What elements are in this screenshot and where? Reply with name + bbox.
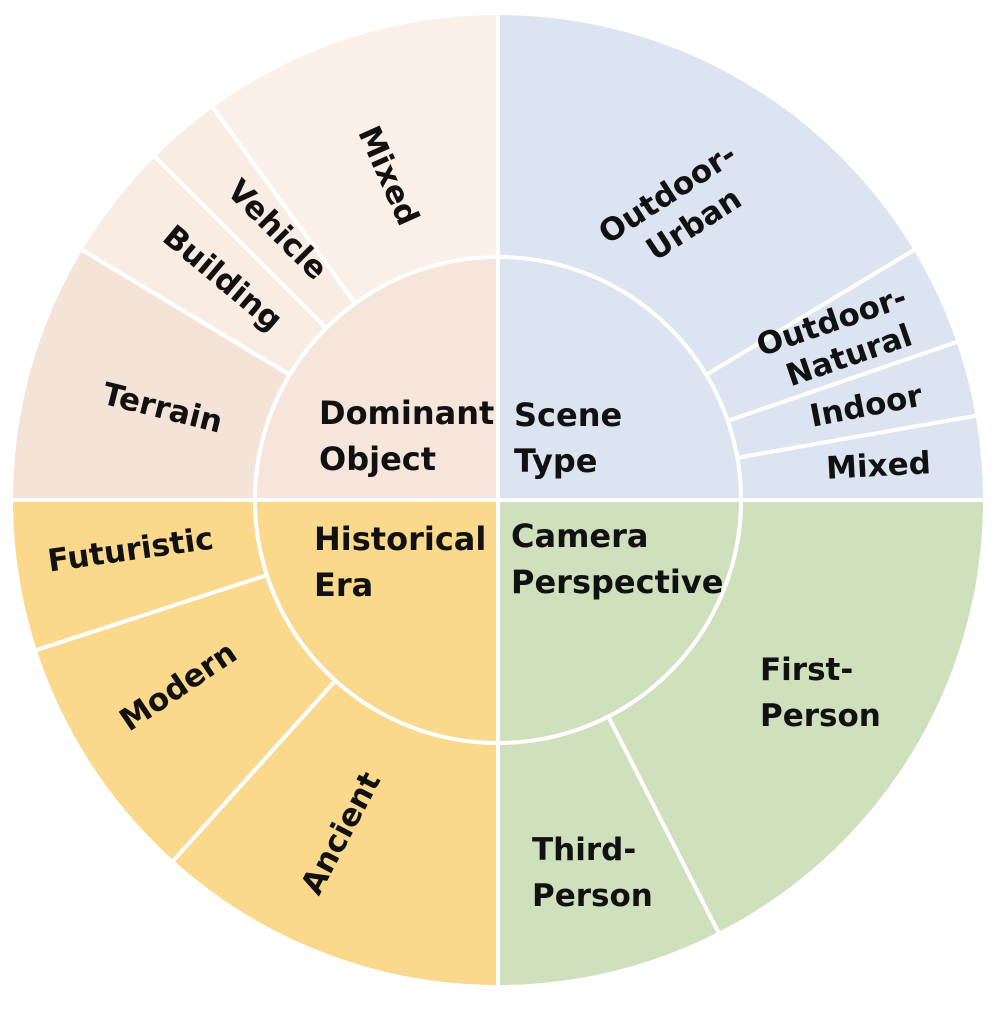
label-camera-third-person: Third- Person: [532, 832, 653, 914]
label-center-scene-type: Scene Type: [514, 396, 633, 480]
label-scene-mixed: Mixed: [825, 445, 931, 486]
label-center-historical-era: Historical Era: [314, 520, 498, 604]
center-dominant-object: [252, 254, 500, 502]
label-camera-first-person: First- Person: [760, 652, 881, 734]
inner-ring: [252, 254, 744, 746]
center-labels: Dominant Object Scene Type Historical Er…: [314, 394, 723, 604]
center-historical-era: [252, 498, 500, 746]
center-camera-perspective: [496, 498, 744, 746]
center-scene-type: [496, 254, 744, 502]
label-center-camera-perspective: Camera Perspective: [511, 517, 723, 601]
label-center-dominant-object: Dominant Object: [319, 394, 505, 478]
